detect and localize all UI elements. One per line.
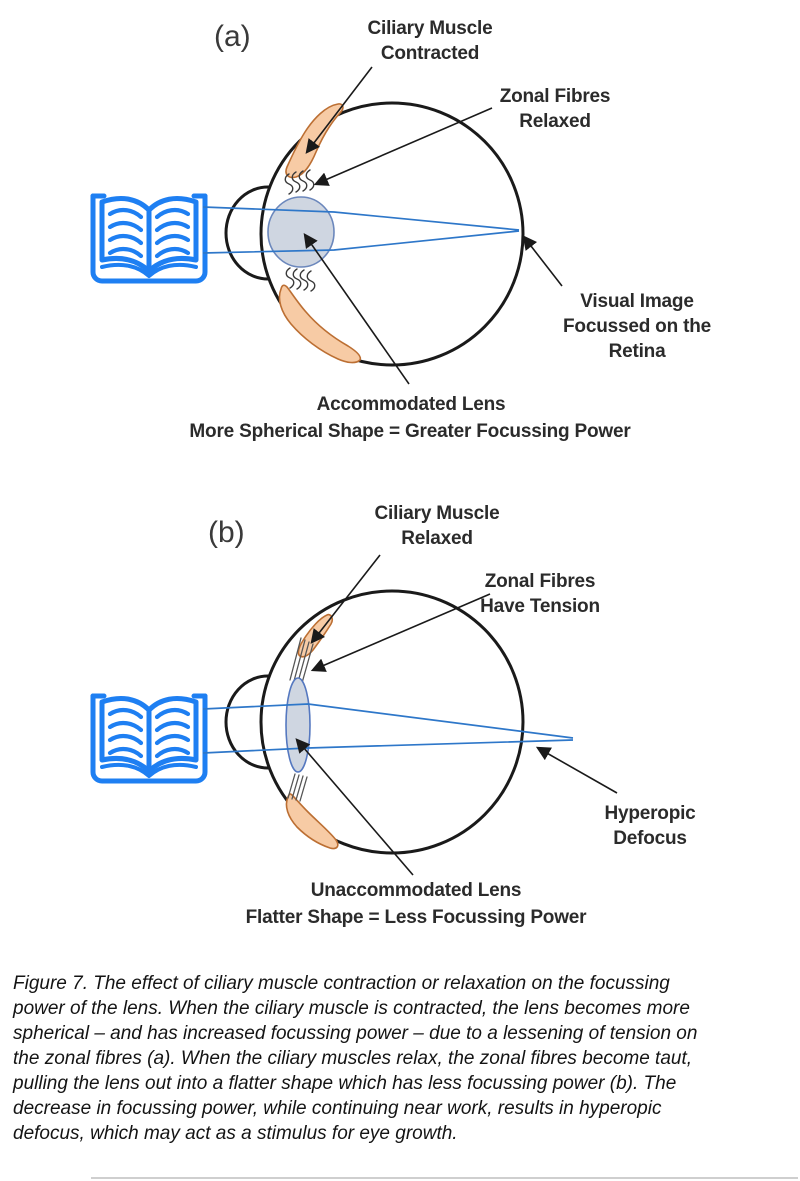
caption-line: decrease in focussing power, while conti… bbox=[13, 1098, 662, 1119]
panel-b-drawing bbox=[0, 554, 618, 876]
label-zonal-fibres-b: Zonal Fibres Have Tension bbox=[480, 571, 600, 617]
figure-caption: Figure 7. The effect of ciliary muscle c… bbox=[13, 971, 795, 1146]
arrow-hyperopic-defocus bbox=[535, 746, 618, 794]
caption-line: defocus, which may act as a stimulus for… bbox=[13, 1123, 458, 1144]
book-icon bbox=[93, 196, 205, 281]
annotation-arrows-a bbox=[303, 66, 563, 385]
book-icon bbox=[93, 696, 205, 781]
annotation-arrows-b bbox=[295, 554, 618, 876]
panel-a-letter: (a) bbox=[214, 20, 251, 53]
eye-globe-outline bbox=[259, 589, 525, 855]
arrow-lens-a bbox=[303, 233, 410, 385]
lens-unaccommodated bbox=[285, 677, 311, 773]
eye-globe-outline bbox=[259, 101, 525, 367]
caption-line: pulling the lens out into a flatter shap… bbox=[13, 1073, 677, 1094]
caption-line: spherical – and has increased focussing … bbox=[13, 1023, 698, 1044]
label-unaccommodated-lens: Unaccommodated Lens bbox=[310, 880, 522, 901]
arrow-ciliary-a bbox=[305, 66, 373, 154]
bottom-divider bbox=[91, 1177, 798, 1179]
lens-accommodated bbox=[267, 196, 335, 268]
label-ciliary-muscle-b: Ciliary Muscle Relaxed bbox=[374, 503, 500, 549]
panel-a-drawing bbox=[0, 66, 563, 385]
caption-line: the zonal fibres (a). When the ciliary m… bbox=[13, 1048, 693, 1069]
label-zonal-fibres-a: Zonal Fibres Relaxed bbox=[499, 86, 611, 132]
label-visual-image-focus: Visual Image Focussed on the Retina bbox=[563, 291, 711, 362]
arrow-zonal-b bbox=[310, 593, 491, 672]
label-hyperopic-defocus: Hyperopic Defocus bbox=[604, 803, 696, 849]
caption-line: Figure 7. The effect of ciliary muscle c… bbox=[13, 973, 670, 994]
arrow-zonal-a bbox=[313, 107, 493, 186]
light-rays-focused bbox=[202, 206, 520, 254]
label-spherical-shape: More Spherical Shape = Greater Focussing… bbox=[189, 421, 631, 442]
arrow-lens-b bbox=[295, 738, 414, 876]
caption-line: power of the lens. When the ciliary musc… bbox=[13, 998, 690, 1019]
arrow-retina-focus bbox=[522, 235, 563, 287]
zonal-fibres-tension bbox=[287, 637, 314, 802]
arrow-ciliary-b bbox=[310, 554, 381, 644]
panel-b-letter: (b) bbox=[208, 516, 245, 549]
label-ciliary-muscle-a: Ciliary Muscle Contracted bbox=[367, 18, 493, 64]
label-flatter-shape: Flatter Shape = Less Focussing Power bbox=[245, 907, 587, 928]
label-accommodated-lens: Accommodated Lens bbox=[316, 394, 506, 415]
zonal-fibres-relaxed bbox=[284, 169, 316, 292]
